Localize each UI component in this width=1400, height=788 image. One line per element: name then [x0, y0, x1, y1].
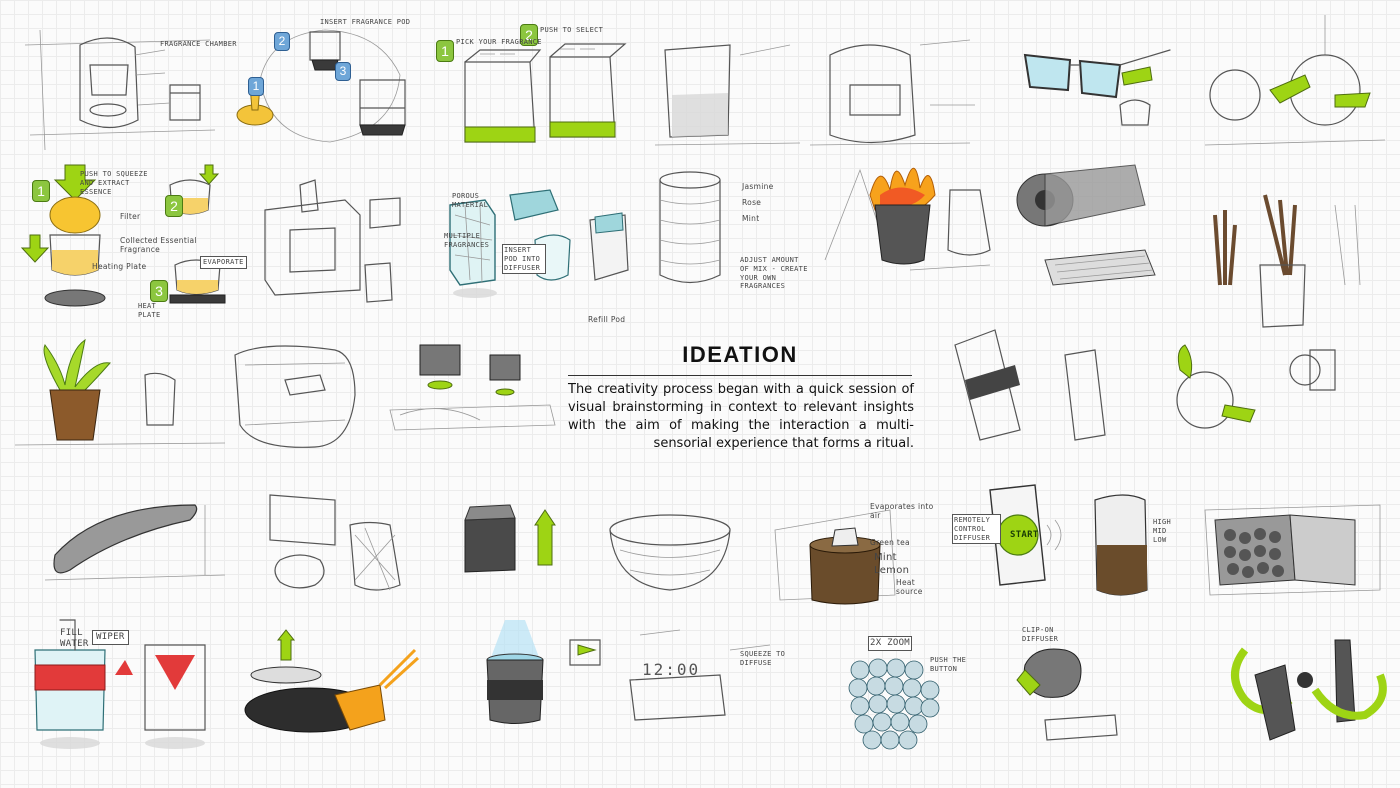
sketch-crossed-cylinders	[954, 329, 1106, 441]
note-push-button: Push the button	[930, 656, 967, 673]
note-push-to-select: Push to select	[540, 26, 604, 34]
sketch-bowl	[609, 514, 731, 591]
sketch-clip-on	[1016, 648, 1118, 741]
sketch-blade	[44, 504, 226, 581]
sketch-bubble-block	[1204, 504, 1381, 596]
sketch-espresso-diffuser	[24, 29, 216, 151]
note-mint: Mint	[742, 214, 760, 223]
note-wiper: Wiper	[92, 630, 129, 646]
note-heat-plate: Heat plate	[138, 302, 161, 319]
sketch-boxy-device	[264, 179, 401, 303]
note-collected: Collected Essential Fragrance	[120, 236, 197, 255]
note-high-mid-low: High Mid Low	[1153, 518, 1172, 544]
note-adjust: Adjust amount of mix - create your own f…	[740, 256, 808, 291]
sketch-leaf-ball	[1176, 344, 1336, 429]
note-remotely: Remotely control diffuser	[952, 514, 1001, 545]
ideation-description: The creativity process began with a quic…	[568, 382, 914, 451]
sketch-green-base-diffusers	[464, 43, 627, 143]
note-evaporate: Evaporate	[200, 256, 247, 269]
step-badge-push: 2	[520, 24, 538, 46]
sketch-monitor-brain	[269, 494, 401, 591]
sketch-squeeze-extract	[20, 164, 226, 307]
sketch-glasses	[1023, 49, 1171, 126]
phone-start-button: START	[1010, 530, 1039, 540]
sketch-puck-tray	[389, 344, 556, 431]
note-espresso: Fragrance chamber	[160, 40, 237, 48]
sketch-reed-diffuser	[1213, 194, 1361, 328]
step-badge-2: 2	[274, 32, 290, 51]
sketch-charging-puck	[244, 629, 420, 733]
step-badge-evaporate: 3	[150, 280, 168, 302]
sketch-glass-cup	[654, 44, 801, 146]
step-badge-1: 1	[248, 77, 264, 96]
note-clip-on: Clip-on diffuser	[1022, 626, 1059, 643]
note-green-tea: Green tea	[870, 538, 910, 547]
note-heating-plate: Heating Plate	[92, 262, 147, 271]
note-jasmine: Jasmine	[742, 182, 774, 191]
sketch-mix-cylinder	[659, 171, 721, 284]
sketch-water-tank	[34, 619, 206, 749]
sketch-clock-device	[629, 629, 771, 721]
sketch-plant	[14, 338, 226, 446]
sketch-ring-clips	[1231, 639, 1387, 741]
note-rose: Rose	[742, 198, 762, 207]
step-badge-squeeze: 1	[32, 180, 50, 202]
title-divider	[568, 375, 912, 376]
sketch-ball-diffuser	[1204, 15, 1386, 146]
note-zoom: 2x zoom	[868, 636, 913, 652]
note-heat-source: Heat source	[896, 578, 923, 597]
note-fill-water: Fill water	[60, 628, 89, 650]
note-filter: Filter	[120, 212, 141, 221]
page-title: IDEATION	[682, 342, 798, 367]
sketch-light-cylinder	[486, 620, 601, 724]
sketch-flame-diffuser	[824, 167, 991, 271]
sketch-phone-jar	[989, 484, 1148, 596]
note-squeeze: Squeeze to diffuse	[740, 650, 786, 667]
sketch-tilted-box	[234, 345, 356, 448]
clock-display: 12:00	[642, 660, 701, 679]
note-pick-fragrance: Pick your fragrance	[456, 38, 542, 46]
note-refill: Refill Pod	[588, 315, 626, 324]
note-push-squeeze: Push to squeeze and extract essence	[80, 170, 148, 196]
sketch-wood-pod	[774, 509, 896, 605]
note-porous: Porous material	[452, 192, 489, 209]
step-badge-pick: 1	[436, 40, 454, 62]
note-insert-pod: Insert fragrance pod	[320, 18, 411, 26]
step-badge-3: 3	[335, 62, 351, 81]
note-evaporates: Evaporates into air	[870, 502, 934, 521]
sketch-cube-pod	[464, 504, 556, 573]
note-insert-diffuser: Insert pod into diffuser	[502, 244, 546, 275]
note-multiple: Multiple fragrances	[444, 232, 490, 249]
ideation-text-block: IDEATION The creativity process began wi…	[560, 338, 920, 468]
step-badge-drip: 2	[165, 195, 183, 217]
note-mint-lemon: Mint Lemon	[874, 552, 910, 576]
sketch-backpack	[809, 39, 975, 146]
sketch-roll-mat	[1016, 164, 1156, 286]
sketch-sphere-cluster	[848, 658, 940, 750]
